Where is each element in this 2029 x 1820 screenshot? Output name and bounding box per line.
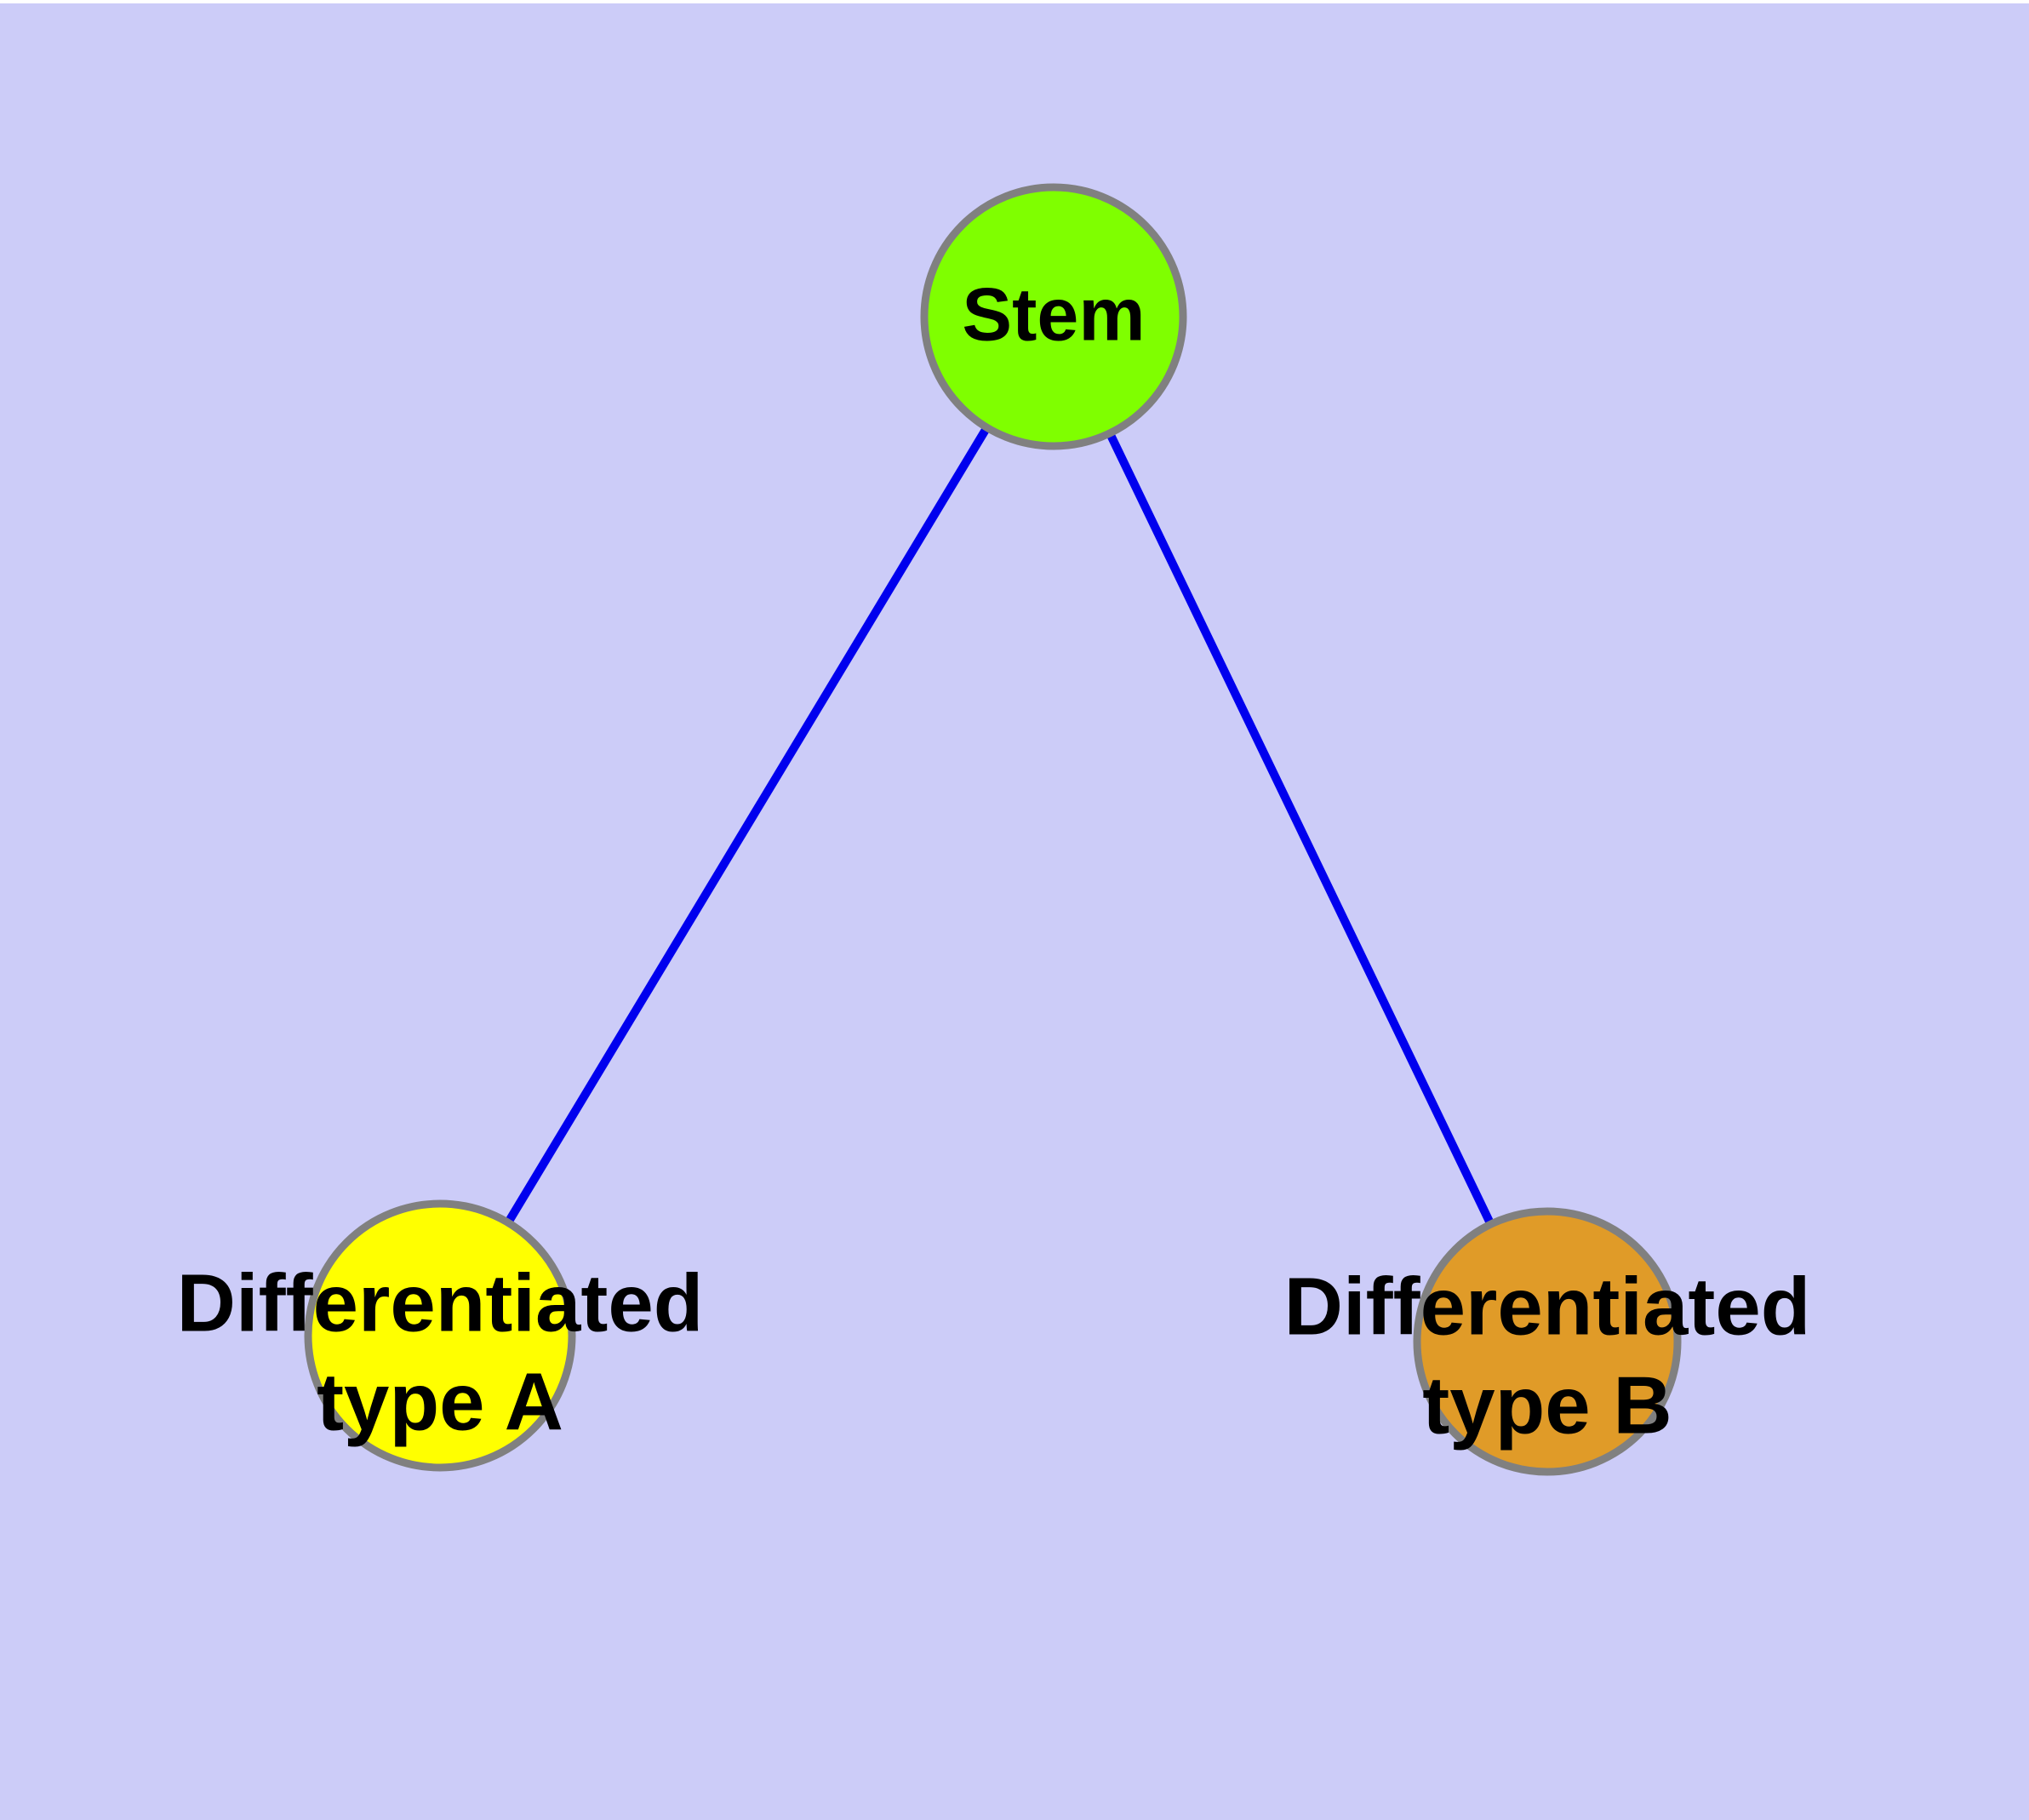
node-differentiated-type-b-circle[interactable]: [1413, 1207, 1682, 1476]
node-differentiated-type-b-label-line2: type B: [1422, 1359, 1672, 1451]
node-differentiated-type-b-label-line1: Differentiated: [1284, 1261, 1811, 1352]
edge-group: [504, 425, 1495, 1227]
edge-stem-to-differentiated-type-a[interactable]: [504, 425, 991, 1225]
node-stem-circle[interactable]: [920, 183, 1187, 450]
graph-svg: Stem Differentiated type A Differentiate…: [177, 183, 1811, 1476]
node-differentiated-type-a[interactable]: Differentiated type A: [177, 1199, 704, 1472]
edge-stem-to-differentiated-type-b[interactable]: [1106, 431, 1495, 1227]
node-group: Stem Differentiated type A Differentiate…: [177, 183, 1811, 1476]
node-differentiated-type-b[interactable]: Differentiated type B: [1284, 1207, 1811, 1476]
node-stem[interactable]: Stem: [920, 183, 1187, 450]
node-stem-label: Stem: [962, 272, 1145, 356]
node-differentiated-type-a-label-line2: type A: [317, 1356, 563, 1447]
diagram-background: Stem Differentiated type A Differentiate…: [0, 3, 2029, 1820]
node-differentiated-type-a-circle[interactable]: [304, 1199, 576, 1472]
node-differentiated-type-a-label-line1: Differentiated: [177, 1257, 704, 1348]
